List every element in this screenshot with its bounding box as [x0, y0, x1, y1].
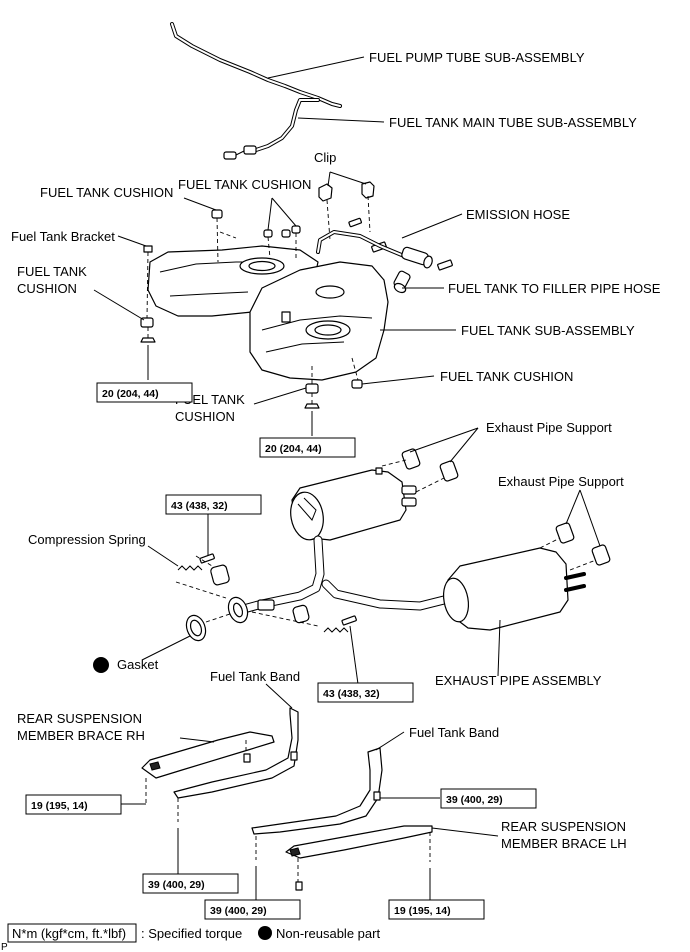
- legend-specified-torque: : Specified torque: [141, 926, 242, 941]
- label-fuel-tank-bracket: Fuel Tank Bracket: [11, 229, 115, 244]
- label-fuel-tank-cushion-right: FUEL TANK CUSHION: [440, 369, 573, 384]
- legend-non-reusable-icon: [258, 926, 272, 940]
- torque-exhaust-lower: 43 (438, 32): [323, 688, 380, 700]
- label-compression-spring: Compression Spring: [28, 532, 146, 547]
- label-fuel-tank-cushion-mid: FUEL TANK CUSHION: [178, 177, 311, 192]
- label-fuel-pump-tube: FUEL PUMP TUBE SUB-ASSEMBLY: [369, 50, 585, 65]
- fuel-tank-main-tube-drawing: [223, 98, 320, 160]
- label-rear-brace-rh-2: MEMBER BRACE RH: [17, 728, 145, 743]
- label-fuel-tank-main-tube: FUEL TANK MAIN TUBE SUB-ASSEMBLY: [389, 115, 637, 130]
- legend-non-reusable-part: Non-reusable part: [276, 926, 380, 941]
- label-fuel-tank-cushion-side-1: FUEL TANK: [17, 264, 87, 279]
- clip-parts: [318, 181, 453, 271]
- legend-torque-unit: N*m (kgf*cm, ft.*lbf): [12, 926, 126, 941]
- label-fuel-tank-sub-assembly: FUEL TANK SUB-ASSEMBLY: [461, 323, 635, 338]
- label-fuel-tank-cushion-left: FUEL TANK CUSHION: [40, 185, 173, 200]
- non-reusable-dot-icon: [93, 657, 109, 673]
- label-exhaust-pipe-assembly: EXHAUST PIPE ASSEMBLY: [435, 673, 602, 688]
- exhaust-pipe-drawing: [175, 448, 611, 642]
- torque-boxes: 20 (204, 44) 20 (204, 44) 43 (438, 32) 4…: [25, 382, 537, 920]
- label-exhaust-pipe-support-b: Exhaust Pipe Support: [498, 474, 624, 489]
- label-emission-hose: EMISSION HOSE: [466, 207, 570, 222]
- fuel-tank-bands-drawing: [141, 707, 433, 891]
- fuel-tank-drawing: [147, 230, 433, 381]
- label-filler-pipe-hose: FUEL TANK TO FILLER PIPE HOSE: [448, 281, 661, 296]
- torque-exhaust-upper: 43 (438, 32): [171, 500, 228, 512]
- corner-mark: P: [1, 942, 8, 952]
- label-gasket: Gasket: [117, 657, 159, 672]
- fuel-pump-tube-drawing: [170, 22, 342, 108]
- leader-lines: [93, 56, 601, 900]
- label-fuel-tank-cushion-side-2: CUSHION: [17, 281, 77, 296]
- part-labels: FUEL PUMP TUBE SUB-ASSEMBLY FUEL TANK MA…: [11, 50, 661, 851]
- label-fuel-tank-cushion-bottom-1: FUEL TANK: [175, 392, 245, 407]
- torque-band-lh: 39 (400, 29): [446, 794, 503, 806]
- torque-brace-rh: 19 (195, 14): [31, 800, 88, 812]
- torque-tank-left: 20 (204, 44): [102, 388, 159, 400]
- label-fuel-tank-band-b: Fuel Tank Band: [409, 725, 499, 740]
- torque-band-rh: 39 (400, 29): [148, 879, 205, 891]
- fuel-tank-cushions: [140, 209, 363, 409]
- label-rear-brace-lh-2: MEMBER BRACE LH: [501, 836, 627, 851]
- label-rear-brace-rh-1: REAR SUSPENSION: [17, 711, 142, 726]
- torque-brace-lh: 19 (195, 14): [394, 905, 451, 917]
- label-rear-brace-lh-1: REAR SUSPENSION: [501, 819, 626, 834]
- legend: N*m (kgf*cm, ft.*lbf) : Specified torque…: [1, 923, 380, 952]
- torque-band-lh-lower: 39 (400, 29): [210, 905, 267, 917]
- label-fuel-tank-band-a: Fuel Tank Band: [210, 669, 300, 684]
- label-fuel-tank-cushion-bottom-2: CUSHION: [175, 409, 235, 424]
- label-exhaust-pipe-support-a: Exhaust Pipe Support: [486, 420, 612, 435]
- torque-tank-bottom: 20 (204, 44): [265, 443, 322, 455]
- label-clip: Clip: [314, 150, 336, 165]
